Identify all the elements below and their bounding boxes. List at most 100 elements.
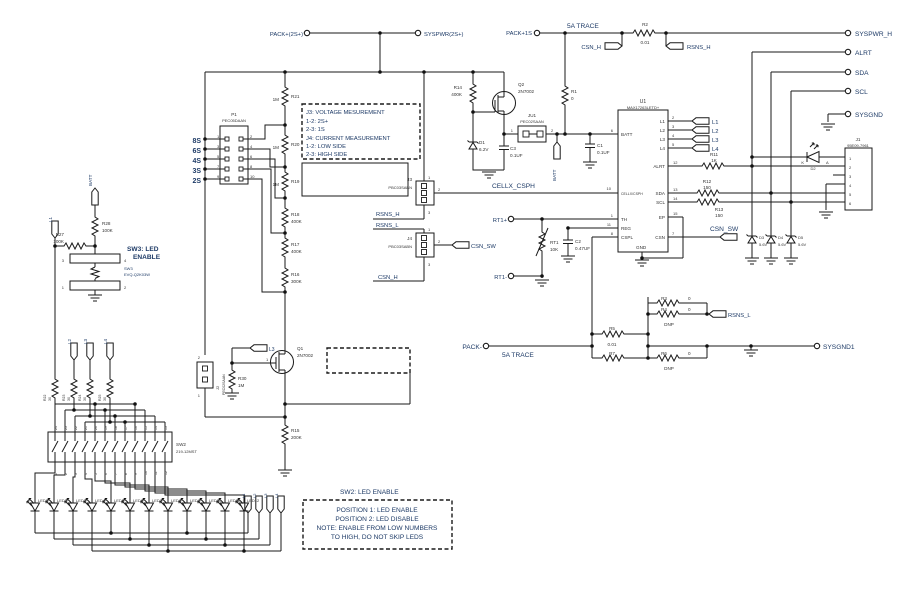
j3-body — [415, 180, 435, 206]
r4-ref: R4 — [661, 307, 667, 312]
sw2-bot-4: 4 — [84, 473, 88, 475]
u1-num-th: 1 — [611, 213, 614, 218]
p1-body — [219, 125, 249, 185]
wires-sense — [489, 297, 814, 359]
gnd — [87, 294, 103, 302]
connector-boxes — [47, 103, 873, 550]
capacitor-c3 — [498, 145, 510, 150]
c2-val: 0.47UF — [575, 246, 590, 251]
r21-ref: R21 — [291, 94, 300, 99]
sw2-top-11: 14 — [154, 426, 158, 430]
ju1-pin2: 2 — [551, 128, 554, 133]
c3-ref: C3 — [510, 146, 516, 151]
sw2-note-4: TO HIGH, DO NOT SKIP LEDS — [331, 534, 424, 541]
ju1-body — [517, 125, 547, 143]
r12-val: 150 — [703, 185, 711, 190]
flag-csn-sw — [719, 233, 738, 241]
j3-pin3: 3 — [428, 210, 431, 215]
resistor-r18 — [281, 205, 289, 231]
sw2-positions — [51, 435, 169, 471]
net-csnsw-u1: CSN_SW — [710, 226, 739, 233]
r30-ref: R30 — [238, 376, 247, 381]
ju1-part: PEC02SAAN — [520, 119, 544, 124]
l1-flag-left: L1 — [48, 216, 53, 222]
j2-ref: J2 — [215, 385, 220, 390]
resistor-r11 — [699, 162, 729, 170]
led2-label: LED2 — [57, 498, 68, 503]
j3-j4-note-box — [301, 103, 421, 160]
p1-r8: 8 — [250, 164, 253, 169]
r19-ref: R19 — [291, 179, 300, 184]
p1-ref: P1 — [231, 112, 237, 117]
j4-pin2: 2 — [438, 239, 441, 244]
terminal-packm — [482, 342, 490, 350]
resistor-r20 — [281, 132, 289, 158]
u1-num-cspl: 8 — [611, 231, 614, 236]
sw3-top-bar — [69, 253, 121, 264]
led10-label: LED10 — [209, 498, 222, 503]
j4-ref: J4 — [407, 236, 412, 241]
sw2-bot-11: 11 — [154, 471, 158, 475]
net-rsnsl-sense: RSNS_L — [728, 313, 751, 319]
ground-symbols — [87, 123, 836, 477]
terminal-rt1p — [507, 215, 515, 223]
capacitor-c1 — [584, 143, 596, 148]
terminal-sda — [844, 68, 852, 76]
wires-j3-j4 — [373, 72, 452, 282]
r5-ref: R5 — [609, 326, 615, 331]
p1-l5: 5 — [217, 154, 220, 159]
terminal-pack2s — [303, 29, 311, 37]
r18-val: 400K — [291, 219, 303, 224]
label-pack1s: PACK+1S — [506, 31, 532, 37]
r14-ref: R14 — [454, 85, 463, 90]
j3-pin1: 1 — [428, 175, 431, 180]
j1-pin3: 3 — [849, 174, 852, 179]
resistor-r3 — [654, 299, 684, 307]
r1-val: 0 — [571, 96, 574, 101]
r13-val: 150 — [715, 213, 723, 218]
j2-pin1: 1 — [198, 393, 201, 398]
u1-part: MAX17263LETD+ — [627, 105, 660, 110]
p1-row-4s: 4S — [192, 158, 201, 165]
u1-num-batt: 6 — [611, 128, 614, 133]
flag-batt-mid — [553, 141, 561, 160]
net-rsnsh-top: RSNS_H — [687, 45, 711, 51]
resistor-r27 — [61, 242, 91, 250]
p1-l7: 7 — [217, 164, 220, 169]
u1-pin-reg: REG — [621, 226, 631, 231]
note-j4-2: 1-2: LOW SIDE — [306, 144, 346, 150]
led3-label: LED3 — [76, 498, 87, 503]
d5-ref: D5 — [798, 235, 804, 240]
r16-ref: R16 — [291, 272, 300, 277]
led6-label: LED6 — [133, 498, 144, 503]
j2-part: PEC02SAAN — [222, 374, 226, 395]
gnd — [634, 259, 650, 267]
sw2-bot-10: 10 — [144, 471, 148, 475]
gnd — [818, 211, 834, 219]
u1-num-l1: 2 — [672, 115, 675, 120]
sw2-bot-9: 9 — [134, 473, 138, 475]
q1-val: 2N7002 — [297, 353, 314, 358]
r18-ref: R18 — [291, 212, 300, 217]
d1-val: 6.2V — [479, 147, 489, 152]
sw2-bot-6: 6 — [104, 473, 108, 475]
thermistor-rt1 — [535, 227, 549, 257]
j1-pin4: 4 — [849, 183, 852, 188]
ju1-pin1: 1 — [511, 128, 514, 133]
empty-box-1 — [301, 162, 409, 197]
r27-val: 100K — [53, 239, 65, 244]
note-j3-1: J3: VOLTAGE MESUREMENT — [306, 110, 385, 116]
resistor-r14 — [469, 81, 477, 107]
q1-gate-pin: 1 — [266, 357, 269, 362]
resistor-r21 — [281, 84, 289, 110]
p1-l9: 9 — [217, 174, 220, 179]
sw2-top-7: 18 — [114, 426, 118, 430]
r24-val: 30 — [83, 397, 87, 401]
net-rsnsh-j3: RSNS_H — [376, 212, 400, 218]
terminal-syspwrh — [844, 29, 852, 37]
note-j4-1: J4: CURRENT MEASUREMENT — [306, 136, 391, 142]
label-sda: SDA — [855, 70, 869, 77]
resistor-r28 — [91, 214, 99, 240]
u1-body — [617, 109, 669, 253]
u1-num-sda: 13 — [673, 187, 678, 192]
